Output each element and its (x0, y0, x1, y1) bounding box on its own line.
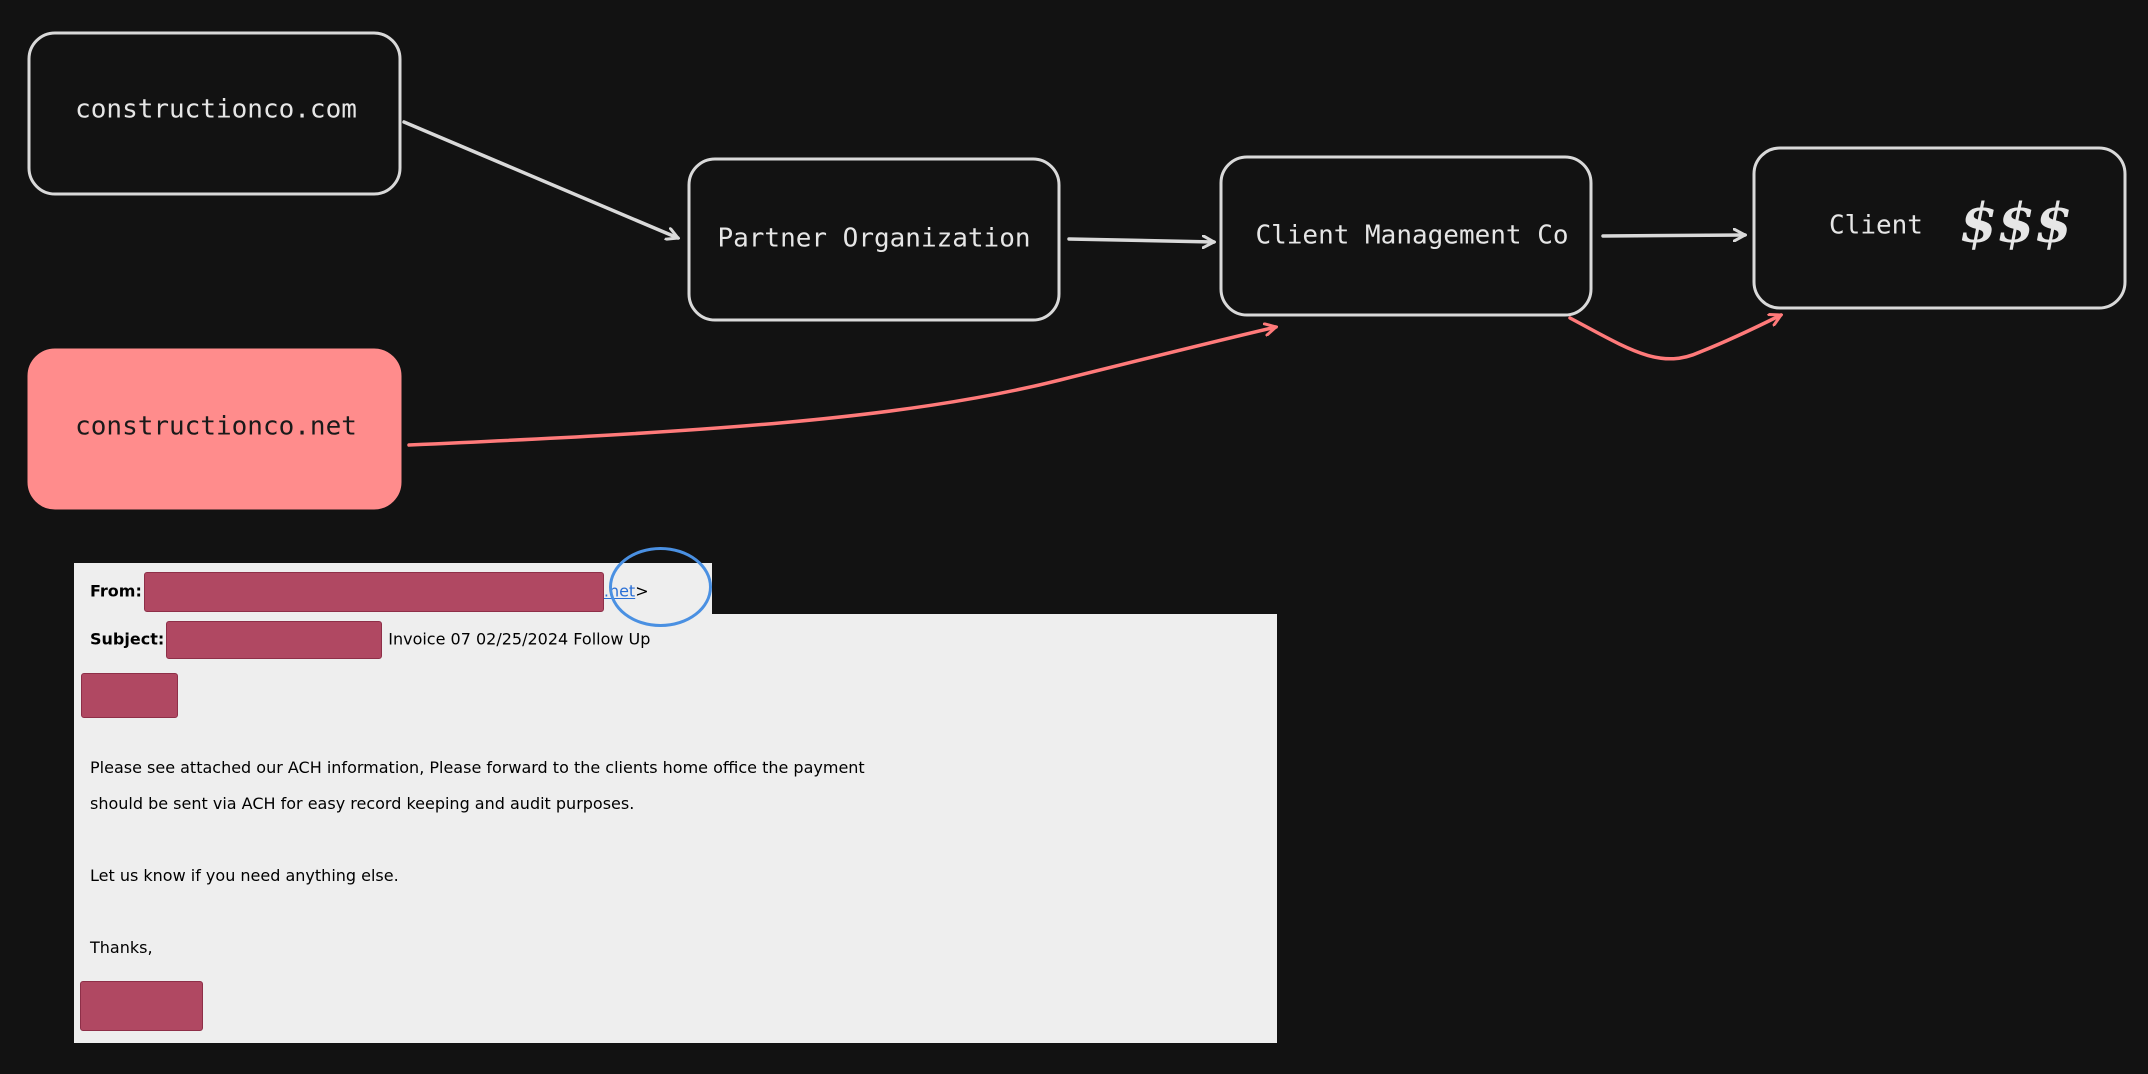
node-client-management-label: Client Management Co (1255, 221, 1568, 251)
node-partner-organization: Partner Organization (687, 157, 1061, 322)
email-sign-off: Thanks, (90, 938, 153, 957)
arrow-partner-to-client-management (1067, 239, 1214, 242)
redacted-signature (80, 981, 203, 1031)
email-subject-text: Invoice 07 02/25/2024 Follow Up (388, 629, 651, 649)
email-body-paragraph: Please see attached our ACH information,… (90, 750, 1270, 822)
email-body-closing: Let us know if you need anything else. (90, 866, 399, 885)
node-client-money: $$$ (1960, 191, 2073, 255)
email-from-row: From:.net> (90, 572, 649, 612)
arrow-client-management-to-client (1601, 235, 1745, 236)
redacted-subject-prefix (166, 621, 383, 659)
redacted-greeting (81, 673, 178, 718)
flow-diagram: constructionco.com Partner Organization … (27, 31, 2127, 510)
node-spoof-domain: constructionco.net (27, 348, 402, 510)
node-spoof-domain-label: constructionco.net (75, 412, 357, 442)
email-panel (74, 614, 1277, 1043)
node-client: Client $$$ (1752, 146, 2127, 310)
node-client-label: Client (1829, 211, 1923, 241)
email-subject-label: Subject: (90, 629, 165, 649)
arrow-spoof-to-client-management (407, 327, 1276, 447)
highlight-circle (609, 547, 712, 627)
email-body-line-1: Please see attached our ACH information,… (90, 758, 865, 777)
arrow-client-management-to-client-red (1568, 315, 1781, 361)
node-source-domain: constructionco.com (27, 31, 402, 196)
node-client-management: Client Management Co (1219, 155, 1593, 317)
email-from-label: From: (90, 581, 142, 601)
email-body-line-2: should be sent via ACH for easy record k… (90, 794, 635, 813)
redacted-sender (143, 572, 604, 612)
node-partner-label: Partner Organization (717, 224, 1030, 254)
arrow-source-to-partner (402, 120, 678, 238)
node-source-domain-label: constructionco.com (75, 95, 357, 125)
email-subject-row: Subject: Invoice 07 02/25/2024 Follow Up (90, 621, 650, 659)
